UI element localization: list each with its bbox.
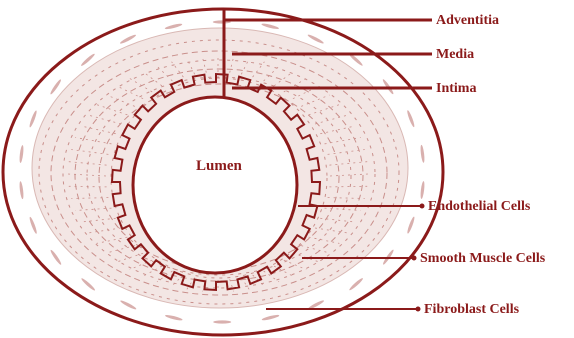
smooth-muscle-pointer-dot	[412, 256, 417, 261]
label-endothelial-cells: Endothelial Cells	[428, 199, 531, 214]
label-adventitia: Adventitia	[436, 13, 499, 28]
label-fibroblast-cells: Fibroblast Cells	[424, 302, 520, 317]
label-smooth-muscle-cells: Smooth Muscle Cells	[420, 251, 546, 266]
lumen-label: Lumen	[196, 158, 243, 174]
endothelial-pointer-dot	[420, 204, 425, 209]
lumen	[133, 97, 297, 273]
fibroblast-pointer-dot	[416, 307, 421, 312]
fibroblast-cell	[213, 320, 231, 323]
label-media: Media	[436, 47, 474, 62]
label-intima: Intima	[436, 81, 476, 96]
